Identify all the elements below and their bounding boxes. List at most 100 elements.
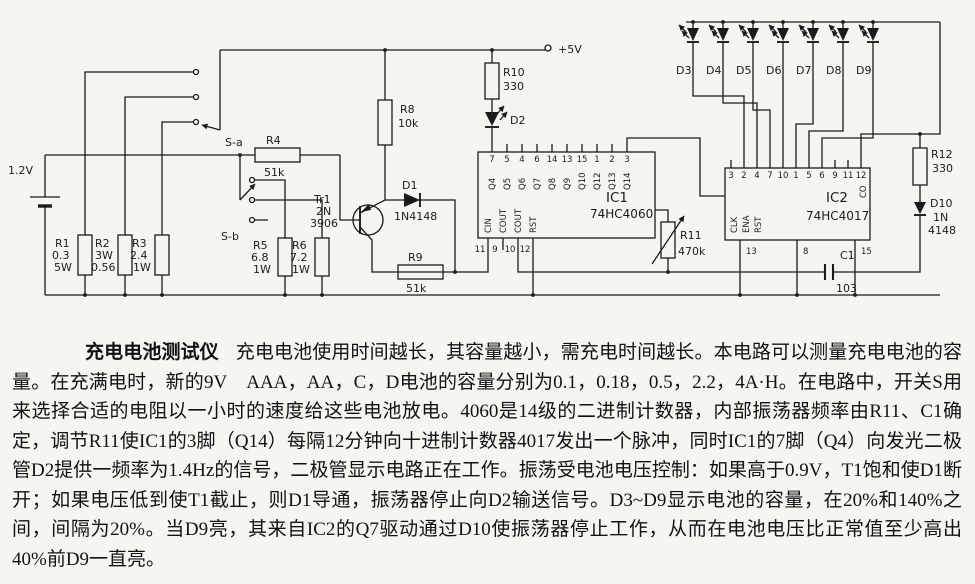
resistor-r8: [377, 99, 393, 146]
r9-ref: R9: [408, 251, 423, 264]
pin-number: 6: [534, 155, 539, 165]
resistor-r10: [484, 62, 500, 100]
r3-power: 1W: [133, 261, 151, 274]
pin-signal: RST: [754, 216, 764, 233]
r12-value: 330: [932, 162, 953, 175]
switch-b-label: S-b: [221, 230, 239, 243]
pin-number: 13: [746, 247, 757, 257]
r3-ref: R3: [132, 237, 147, 250]
led-row: [678, 24, 879, 43]
d1-part: 1N4148: [394, 210, 437, 223]
r10-value: 330: [503, 80, 524, 93]
switch-a-label: S-a: [225, 136, 243, 149]
r8-ref: R8: [400, 103, 415, 116]
pin-signal: Q12: [593, 172, 603, 190]
pin-signal: CIN: [484, 218, 494, 233]
pin-signal: Q5: [503, 178, 513, 190]
tr1-part2: 3906: [310, 217, 338, 230]
r2-value: 0.56: [91, 261, 116, 274]
pin-number: 15: [861, 247, 872, 257]
pin-signal: COUT: [499, 208, 509, 233]
switch-a-contact: [192, 118, 200, 126]
pin-signal: Q6: [518, 178, 528, 190]
transistor-emitter-arrow: [361, 204, 371, 212]
c1-ref: C1: [840, 249, 855, 262]
pin-number: 11: [843, 171, 854, 181]
switch-b-contact: [248, 196, 256, 204]
labels: 1.2V S-a S-b R1 0.3 5W R2 3W 0.56 R3 2.4…: [8, 43, 956, 295]
resistor-r3: [154, 234, 170, 276]
pin-number: 9: [492, 245, 497, 255]
pin-signal: Q13: [608, 172, 618, 190]
r2-power: 3W: [95, 249, 113, 262]
diode-d1: [404, 193, 420, 207]
resistor-r4: [254, 147, 301, 163]
switch-b-arm: [239, 183, 256, 201]
pin-number: 3: [624, 155, 629, 165]
ic1-name: IC1: [606, 190, 628, 206]
wires: [44, 21, 941, 296]
capacitor-c1: [823, 264, 835, 280]
ic2-name: IC2: [826, 190, 848, 206]
led-label: D7: [796, 64, 811, 77]
r1-ref: R1: [55, 237, 70, 250]
circuit-schematic: 1.2V S-a S-b R1 0.3 5W R2 3W 0.56 R3 2.4…: [8, 20, 956, 297]
r12-ref: R12: [931, 148, 953, 161]
pin-signal: Q8: [548, 178, 558, 190]
r5-value: 6.8: [251, 251, 269, 264]
article-body: 充电电池使用时间越长，其容量越小，需充电时间越长。本电路可以测量充电电池的容量。…: [12, 342, 962, 570]
led-label: D8: [826, 64, 841, 77]
d10-part2: 4148: [928, 224, 956, 237]
r1-value: 0.3: [52, 249, 70, 262]
pin-signal: CO: [859, 185, 869, 198]
pin-number: 10: [505, 245, 516, 255]
diode-d10: [914, 202, 926, 214]
led-d2: [485, 112, 499, 126]
pin-signal: Q4: [488, 178, 498, 190]
resistor-r2: [117, 234, 133, 276]
pin-number: 14: [547, 155, 558, 165]
r4-value: 51k: [264, 166, 285, 179]
led-light-arrow: [499, 111, 508, 121]
r3-value: 2.4: [130, 249, 148, 262]
pin-number: 2: [609, 155, 614, 165]
led-label: D4: [706, 64, 721, 77]
pin-number: 8: [803, 247, 808, 257]
pin-number: 7: [767, 171, 772, 181]
supply-label: +5V: [558, 43, 582, 56]
r8-value: 10k: [398, 117, 419, 130]
led-label: D3: [676, 64, 691, 77]
pin-signal: Q7: [533, 178, 543, 190]
switch-a-contact: [192, 68, 200, 76]
r6-value: 7.2: [290, 251, 308, 264]
pin-signal: Q9: [563, 178, 573, 190]
resistor-r12: [912, 147, 928, 186]
switch-b-contact: [248, 176, 256, 184]
r5-power: 1W: [253, 263, 271, 276]
led-label: D5: [736, 64, 751, 77]
switch-a-contact: [192, 93, 200, 101]
pin-signal: Q10: [578, 172, 588, 190]
pin-number: 15: [577, 155, 588, 165]
pin-number: 1: [594, 155, 599, 165]
r11-value: 470k: [678, 245, 706, 258]
ic2-part: 74HC4017: [806, 209, 869, 223]
pin-number: 9: [832, 171, 837, 181]
c1-value: 103: [836, 282, 857, 295]
junction-dots: [83, 20, 922, 297]
resistor-r6: [314, 237, 330, 277]
pin-signal: COUT: [514, 208, 524, 233]
pin-number: 4: [519, 155, 524, 165]
r11-ref: R11: [680, 229, 702, 242]
pin-signal: CLK: [730, 216, 740, 233]
r1-power: 5W: [54, 261, 72, 274]
pin-number: 2: [741, 171, 746, 181]
pin-signal: Q14: [623, 172, 633, 190]
pin-number: 3: [728, 171, 733, 181]
pin-number: 10: [778, 171, 789, 181]
trimmer-arrow: [651, 215, 685, 265]
r6-ref: R6: [292, 239, 307, 252]
r9-value: 51k: [406, 282, 427, 295]
resistor-r1: [77, 234, 93, 276]
d10-part1: 1N: [933, 211, 948, 224]
